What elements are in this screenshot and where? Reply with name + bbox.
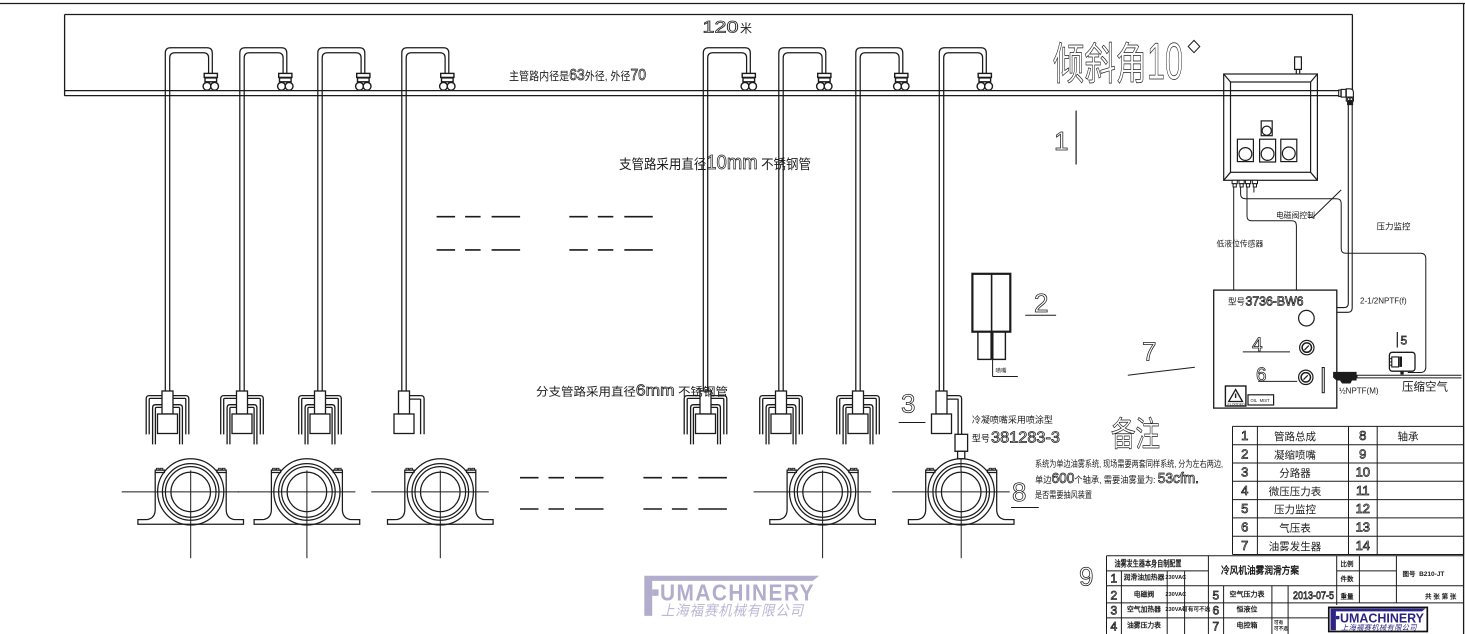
svg-text:倾斜角: 倾斜角	[1053, 40, 1147, 89]
svg-text:上海福赛机械有限公司: 上海福赛机械有限公司	[1341, 623, 1417, 632]
svg-text:6: 6	[1212, 604, 1219, 618]
svg-text:压力监控: 压力监控	[1274, 503, 1316, 516]
svg-text:1: 1	[1110, 572, 1117, 586]
svg-text:空气压力表: 空气压力表	[1230, 590, 1266, 599]
svg-text:FLOODED: FLOODED	[1228, 402, 1246, 406]
svg-text:6: 6	[1256, 365, 1267, 386]
svg-text:9: 9	[1359, 446, 1366, 461]
svg-text:3: 3	[1241, 465, 1248, 480]
svg-text:230VAC: 230VAC	[1165, 592, 1186, 598]
svg-text:油雾发生器本身自制配置: 油雾发生器本身自制配置	[1115, 559, 1182, 569]
svg-text:230VAC: 230VAC	[1165, 607, 1186, 613]
svg-text:13: 13	[1356, 520, 1370, 535]
svg-text:12: 12	[1356, 501, 1370, 516]
svg-text:5: 5	[1241, 501, 1248, 516]
svg-text:UMACHINERY: UMACHINERY	[1340, 611, 1425, 625]
svg-text:2: 2	[1034, 288, 1048, 318]
svg-text:冷风机油雾润滑方案: 冷风机油雾润滑方案	[1221, 564, 1300, 577]
svg-text:图号 B210-JT: 图号 B210-JT	[1403, 569, 1445, 578]
svg-text:低液位传感器: 低液位传感器	[1217, 239, 1264, 249]
svg-text:10: 10	[1356, 465, 1370, 480]
svg-text:1: 1	[1241, 428, 1248, 443]
svg-text:5: 5	[1212, 589, 1219, 603]
svg-text:重量: 重量	[1341, 592, 1355, 601]
svg-text:冷凝喷嘴采用喷涂型: 冷凝喷嘴采用喷涂型	[972, 414, 1053, 425]
svg-text:7: 7	[1142, 337, 1156, 367]
svg-text:4: 4	[1110, 620, 1117, 634]
svg-text:1: 1	[1054, 126, 1068, 156]
svg-text:8: 8	[1012, 477, 1026, 507]
svg-text:共 张 第 张: 共 张 第 张	[1425, 592, 1457, 601]
svg-text:2: 2	[1241, 446, 1248, 461]
svg-text:UMACHINERY: UMACHINERY	[660, 580, 815, 606]
svg-text:可有: 可有	[1274, 619, 1284, 626]
svg-text:压力监控: 压力监控	[1377, 222, 1412, 232]
svg-text:油雾发生器: 油雾发生器	[1269, 540, 1322, 553]
svg-text:电磁阀控制: 电磁阀控制	[1276, 210, 1315, 220]
svg-text:件数: 件数	[1341, 574, 1355, 583]
svg-text:单边600个轴承, 需要油雾量为: 53cfm.: 单边600个轴承, 需要油雾量为: 53cfm.	[1035, 470, 1199, 487]
svg-text:压缩空气: 压缩空气	[1402, 380, 1448, 394]
svg-text:气压表: 气压表	[1279, 522, 1311, 535]
svg-text:恒液位: 恒液位	[1236, 605, 1258, 614]
svg-text:电控箱: 电控箱	[1237, 621, 1258, 630]
svg-text:型号: 型号	[1228, 297, 1245, 307]
svg-text:5: 5	[1401, 334, 1408, 348]
svg-text:型号: 型号	[972, 434, 990, 444]
svg-text:7: 7	[1212, 620, 1219, 634]
svg-text:喷嘴: 喷嘴	[996, 366, 1008, 374]
svg-text:分路器: 分路器	[1279, 467, 1311, 480]
svg-text:2-1/2NPTF(f): 2-1/2NPTF(f)	[1360, 297, 1407, 306]
svg-text:6: 6	[1241, 520, 1248, 535]
svg-text:9: 9	[1079, 562, 1093, 592]
svg-text:油雾压力表: 油雾压力表	[1127, 621, 1161, 630]
svg-text:备注: 备注	[1111, 416, 1160, 454]
svg-text:凝缩喷嘴: 凝缩喷嘴	[1274, 448, 1316, 461]
svg-text:4: 4	[1252, 335, 1263, 356]
svg-text:7: 7	[1241, 538, 1248, 553]
svg-text:3: 3	[901, 389, 915, 419]
svg-text:230VAC: 230VAC	[1165, 575, 1186, 581]
svg-text:轴承: 轴承	[1398, 430, 1420, 443]
svg-text:主管路内径是63外径, 外径70: 主管路内径是63外径, 外径70	[509, 67, 646, 84]
svg-text:11: 11	[1356, 483, 1370, 498]
svg-text:米: 米	[740, 22, 752, 36]
svg-text:8: 8	[1359, 428, 1366, 443]
svg-text:比例: 比例	[1341, 559, 1355, 568]
svg-text:可有可不选: 可有可不选	[1182, 605, 1210, 613]
svg-text:3736-BW6: 3736-BW6	[1246, 295, 1304, 309]
svg-text:381283-3: 381283-3	[991, 430, 1060, 447]
svg-text:空气加热器: 空气加热器	[1127, 605, 1161, 614]
svg-text:支管路采用直径10mm 不锈钢管: 支管路采用直径10mm 不锈钢管	[619, 152, 811, 174]
svg-text:10: 10	[1147, 33, 1183, 91]
svg-text:2013-07-5: 2013-07-5	[1293, 590, 1334, 602]
svg-text:电磁阀: 电磁阀	[1134, 590, 1155, 599]
svg-text:14: 14	[1356, 538, 1370, 553]
svg-text:½NPTF(M): ½NPTF(M)	[1339, 387, 1379, 396]
svg-text:OIL MIST: OIL MIST	[1251, 398, 1271, 403]
svg-text:润滑油加热器: 润滑油加热器	[1124, 573, 1165, 582]
svg-text:可不选: 可不选	[1274, 625, 1288, 632]
svg-text:微压压力表: 微压压力表	[1269, 485, 1322, 498]
svg-text:3: 3	[1110, 604, 1117, 618]
svg-text:4: 4	[1241, 483, 1248, 498]
svg-text:上海福赛机械有限公司: 上海福赛机械有限公司	[661, 603, 804, 620]
svg-text:管路总成: 管路总成	[1274, 430, 1316, 443]
svg-text:120: 120	[703, 18, 739, 37]
svg-text:是否需要抽风装置: 是否需要抽风装置	[1035, 489, 1092, 500]
svg-text:2: 2	[1110, 589, 1117, 603]
svg-text:系统为单边油雾系统, 现场需要两套同样系统, 分为左右两边,: 系统为单边油雾系统, 现场需要两套同样系统, 分为左右两边,	[1035, 458, 1223, 469]
